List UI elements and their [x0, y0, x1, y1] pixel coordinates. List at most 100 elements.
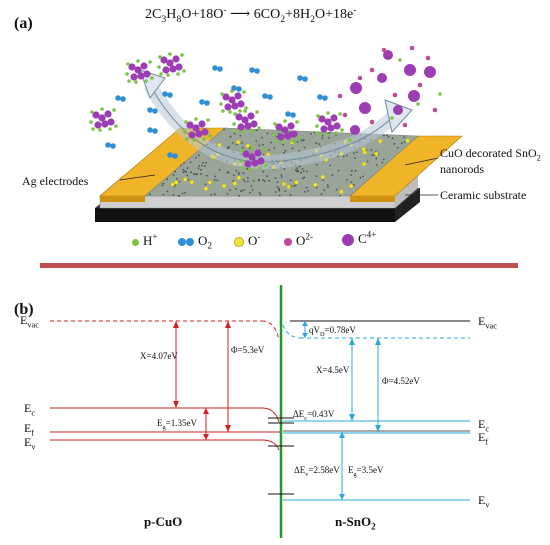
- hydrogen-atom: [125, 72, 129, 76]
- sno2-electron-affinity: X=4.5eV: [316, 365, 350, 375]
- nanorod-dot: [266, 175, 268, 178]
- nanorod-dot: [400, 142, 403, 145]
- oxygen-molecule: [162, 91, 173, 98]
- h-plus-ion: [348, 138, 352, 142]
- carbon-atom: [235, 113, 243, 121]
- hydrogen-atom: [136, 59, 140, 63]
- o-minus-ion: [173, 180, 179, 185]
- oxygen-molecule: [105, 142, 116, 149]
- cuo-ev-label: Ev: [24, 435, 36, 452]
- nanorod-dot: [276, 135, 278, 138]
- oxygen-molecule: [317, 94, 328, 101]
- legend-item-o-minus: O-: [234, 232, 260, 249]
- oxygen-atom: [105, 142, 111, 148]
- carbon-atom: [198, 120, 206, 128]
- carbon-atom: [231, 102, 239, 110]
- hydrogen-atom: [183, 130, 187, 134]
- carbon-atom: [175, 63, 183, 71]
- nanorod-dot: [301, 167, 304, 170]
- nanorod-dot: [383, 134, 385, 137]
- nanorod-dot: [183, 162, 185, 164]
- nanorod-dot: [278, 194, 281, 197]
- o-minus-ion: [377, 138, 383, 144]
- hydrogen-atom: [241, 130, 245, 134]
- callout-line-cuo: [404, 157, 439, 166]
- o-minus-ion: [245, 143, 251, 149]
- o-minus-ion: [374, 151, 379, 157]
- nanorod-dot: [180, 164, 182, 167]
- hydrogen-atom: [202, 137, 206, 141]
- hydrogen-atom: [291, 139, 295, 143]
- nanorod-dot: [342, 155, 345, 158]
- ag-electrode-left-front: [100, 196, 145, 202]
- oxygen-atom: [172, 153, 178, 159]
- hydrogen-atom: [257, 126, 261, 130]
- o-minus-ion: [348, 183, 354, 189]
- hydrogen-atom: [126, 62, 130, 66]
- nanorod-dot: [214, 175, 217, 178]
- nanorod-dot: [228, 146, 231, 149]
- hydrogen-atom: [159, 72, 163, 76]
- hydrogen-atom: [283, 119, 287, 123]
- propanol-molecule: [183, 117, 212, 142]
- nanorod-dot: [293, 185, 295, 188]
- nanorod-dot: [241, 146, 244, 149]
- nanorod-dot: [282, 151, 285, 154]
- nanorod-dot: [185, 171, 188, 173]
- cuo-electron-affinity: X=4.07eV: [140, 351, 178, 361]
- hydrogen-atom: [206, 118, 210, 122]
- nanorod-dot: [268, 149, 271, 152]
- nanorod-dot: [204, 183, 207, 186]
- carbon-atom: [234, 92, 242, 100]
- nanorod-dot: [210, 193, 213, 196]
- cuo-work-function: Φ=5.3eV: [231, 345, 265, 355]
- nanorod-dot: [239, 134, 242, 137]
- hydrogen-atom: [281, 140, 285, 144]
- oxygen-atom: [115, 95, 121, 101]
- nanorod-dot: [200, 169, 202, 171]
- oxygen-atom: [167, 152, 173, 158]
- nanorod-dot: [198, 165, 201, 167]
- propanol-molecule: [272, 119, 301, 144]
- nanorod-dot: [197, 167, 200, 170]
- nanorod-dot: [232, 180, 235, 182]
- h-plus-ion: [416, 102, 420, 106]
- o2-minus-ion: [432, 107, 438, 113]
- nanorod-dot: [193, 173, 195, 175]
- cuo-band-gap: Eg=1.35eV: [157, 418, 197, 431]
- nanorod-dot: [346, 179, 348, 181]
- sno2-work-function: Φ=4.52eV: [382, 376, 420, 386]
- carbon-atom: [318, 115, 326, 123]
- hydrogen-atom: [89, 120, 93, 124]
- carbon-atom: [327, 124, 335, 132]
- hydrogen-atom: [324, 132, 328, 136]
- carbon-atom: [277, 133, 285, 141]
- nanorod-dot: [178, 194, 181, 197]
- hydrogen-atom: [228, 110, 232, 114]
- sno2-band-levels: [282, 320, 470, 501]
- oxygen-atom: [290, 112, 296, 118]
- o-minus-ion: [232, 181, 238, 186]
- nanorod-dot: [382, 158, 385, 161]
- oxygen-atom: [231, 85, 237, 91]
- oxygen-molecule: [167, 152, 178, 159]
- carbon-atom: [237, 100, 245, 108]
- carbon-atom: [130, 73, 138, 81]
- carbon-atom: [257, 157, 265, 165]
- legend-item-c4-plus: C4+: [342, 230, 376, 247]
- carbon-atom: [140, 62, 148, 70]
- nanorod-dot: [255, 129, 258, 132]
- o2-minus-ion: [417, 82, 423, 88]
- nanorod-dot: [262, 170, 265, 173]
- qvd-arrow-head-top: [302, 321, 308, 326]
- o2-minus-ion: [369, 67, 375, 73]
- nanorod-dot: [403, 136, 406, 139]
- o2-icon: [178, 238, 186, 247]
- nanorod-dot: [181, 192, 184, 195]
- carbon-atom: [244, 122, 252, 130]
- hydrogen-atom: [114, 124, 118, 128]
- h-plus-icon: [132, 238, 139, 246]
- p-cuo-label: p-CuO: [144, 514, 183, 529]
- oxygen-atom: [249, 67, 255, 73]
- nanorod-dot: [266, 132, 269, 135]
